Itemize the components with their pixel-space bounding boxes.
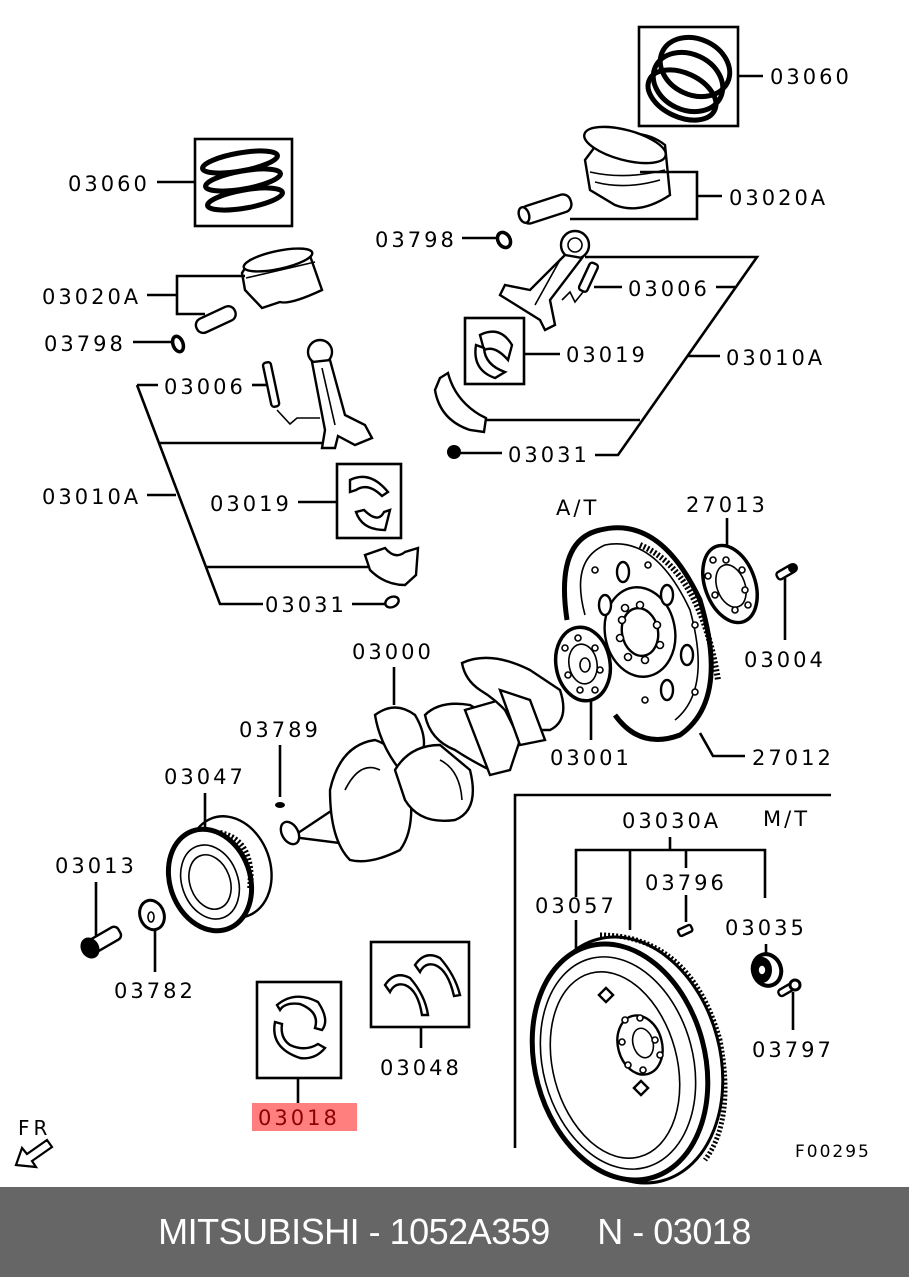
conrod-nut-right[interactable]: 03031 <box>447 443 590 467</box>
dowel-pin[interactable]: 03796 <box>645 871 727 938</box>
label-03006-left[interactable]: 03006 <box>164 375 246 399</box>
part-number-footer: MITSUBISHI - 1052A359 N - 03018 <box>0 1187 909 1277</box>
pulley-washer[interactable]: 03782 <box>114 897 196 1003</box>
label-03004[interactable]: 03004 <box>744 648 826 672</box>
pilot-bearing[interactable]: 03035 <box>725 916 807 990</box>
label-03048[interactable]: 03048 <box>380 1056 462 1080</box>
label-03006-right[interactable]: 03006 <box>628 277 710 301</box>
front-label: FR <box>18 1116 51 1140</box>
conrod-bolt-left[interactable]: 03006 <box>137 375 268 399</box>
label-03057[interactable]: 03057 <box>535 894 617 918</box>
bearing-box-right <box>463 316 526 386</box>
flywheel[interactable]: 03057 <box>507 894 749 1187</box>
label-automatic-transmission: A/T <box>556 496 599 520</box>
flywheel-assy-bracket[interactable]: 03030A <box>574 809 767 930</box>
label-03019-left[interactable]: 03019 <box>210 492 292 516</box>
label-03010a-right[interactable]: 03010A <box>726 346 825 370</box>
label-03010a-left[interactable]: 03010A <box>42 485 141 509</box>
conrod-bearing-right[interactable]: 03019 <box>463 316 648 386</box>
damper-pulley[interactable]: 03047 <box>155 765 286 943</box>
mt-section-frame <box>513 793 831 1148</box>
piston-rings-right[interactable]: 03060 <box>637 25 852 130</box>
snap-ring-left[interactable]: 03798 <box>44 332 186 356</box>
pulley-bolt[interactable]: 03013 <box>55 854 137 962</box>
label-03796[interactable]: 03796 <box>645 871 727 895</box>
front-orientation-indicator: FR <box>14 1116 54 1169</box>
exploded-parts-diagram: 03060 03020A 03798 03006 03010A <box>14 25 871 1187</box>
label-03798-right[interactable]: 03798 <box>375 228 457 252</box>
part-number-caption: MITSUBISHI - 1052A359 N - 03018 <box>158 1211 751 1252</box>
label-03019-right[interactable]: 03019 <box>566 343 648 367</box>
conrod-assy-bracket-right[interactable]: 03010A <box>585 255 825 457</box>
label-03013[interactable]: 03013 <box>55 854 137 878</box>
drive-plate[interactable]: 27012 <box>562 525 834 770</box>
label-27013[interactable]: 27013 <box>686 493 768 517</box>
label-03060-right[interactable]: 03060 <box>770 65 852 89</box>
label-03035[interactable]: 03035 <box>725 916 807 940</box>
label-03000[interactable]: 03000 <box>352 640 434 664</box>
label-manual-transmission: M/T <box>763 807 810 831</box>
crankshaft-adapter[interactable]: 03001 <box>550 623 632 770</box>
figure-code: F00295 <box>795 1142 871 1162</box>
woodruff-key[interactable]: 03789 <box>239 718 321 808</box>
piston-right[interactable]: 03020A <box>517 120 828 226</box>
highlight-03018 <box>252 1103 357 1131</box>
label-03047[interactable]: 03047 <box>164 765 246 789</box>
main-bearing[interactable]: 03018 <box>252 980 357 1131</box>
label-03020a-left[interactable]: 03020A <box>42 285 141 309</box>
snap-ring-right[interactable]: 03798 <box>375 228 513 252</box>
conrod-cap-right[interactable] <box>433 371 640 434</box>
label-03031-right[interactable]: 03031 <box>508 443 590 467</box>
connecting-rod-left[interactable] <box>261 338 374 450</box>
label-27012[interactable]: 27012 <box>752 746 834 770</box>
label-03001[interactable]: 03001 <box>550 746 632 770</box>
label-03018[interactable]: 03018 <box>258 1106 340 1130</box>
thrust-bearing[interactable]: 03048 <box>369 940 471 1080</box>
label-03782[interactable]: 03782 <box>114 979 196 1003</box>
label-03030a[interactable]: 03030A <box>622 809 721 833</box>
flywheel-bolt[interactable]: 03797 <box>752 978 834 1062</box>
label-03020a-right[interactable]: 03020A <box>729 186 828 210</box>
conrod-cap-left[interactable] <box>363 546 420 587</box>
conrod-assy-bracket-left[interactable]: 03010A <box>42 384 368 606</box>
crankshaft[interactable]: 03000 <box>277 640 565 863</box>
piston-rings-left[interactable]: 03060 <box>68 137 294 228</box>
label-03060-left[interactable]: 03060 <box>68 172 150 196</box>
drive-plate-bolt[interactable]: 03004 <box>744 563 826 672</box>
adapter-plate[interactable]: 27013 <box>686 493 768 630</box>
front-arrow-icon <box>14 1138 54 1169</box>
label-03789[interactable]: 03789 <box>239 718 321 742</box>
label-03797[interactable]: 03797 <box>752 1038 834 1062</box>
label-03798-left[interactable]: 03798 <box>44 332 126 356</box>
piston-left[interactable]: 03020A <box>42 244 324 335</box>
conrod-bearing-left[interactable]: 03019 <box>210 462 403 540</box>
label-03031-left[interactable]: 03031 <box>265 593 347 617</box>
conrod-bolt-right[interactable]: 03006 <box>594 277 735 301</box>
conrod-nut-left[interactable]: 03031 <box>265 593 400 617</box>
connecting-rod-right[interactable] <box>498 229 600 332</box>
